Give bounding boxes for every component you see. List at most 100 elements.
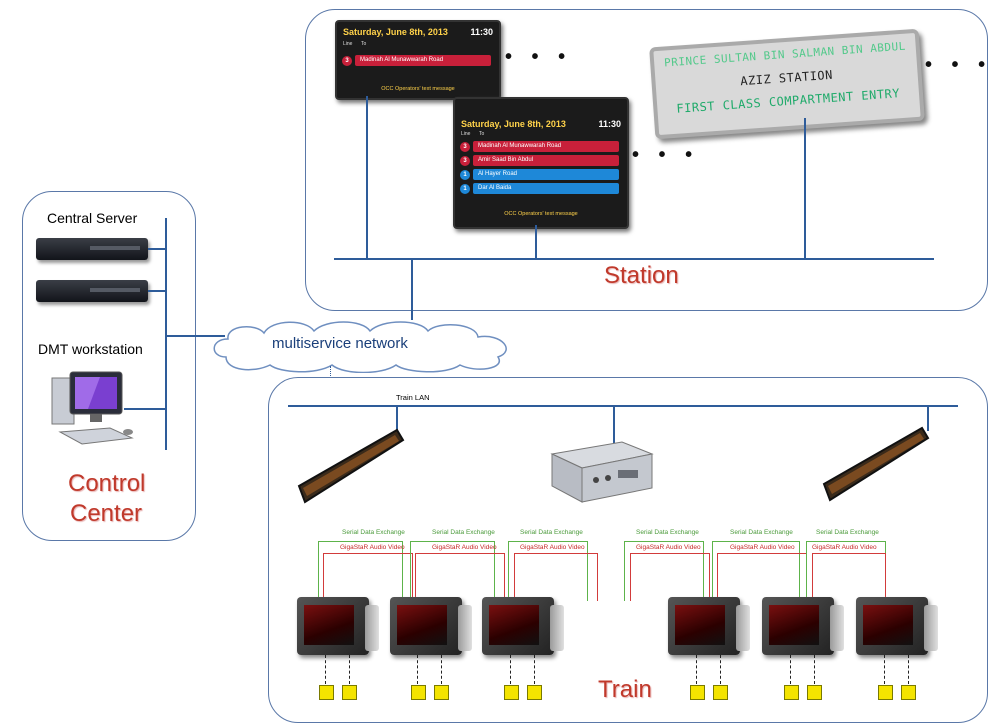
control-center-title-line1: Control — [68, 470, 146, 497]
serial-cable-3 — [508, 541, 588, 601]
workstation-connection — [124, 408, 165, 410]
train-display-4 — [668, 597, 750, 655]
serial-label-1: Serial Data Exchange — [342, 529, 405, 536]
left-led-drop — [396, 405, 398, 433]
speaker-icon — [342, 685, 357, 700]
audio-label-3: GigaStaR Audio Video — [520, 544, 585, 551]
serial-cable-2 — [410, 541, 495, 601]
pid-large-row3-line: 1 — [460, 170, 470, 180]
speaker-wire — [696, 655, 697, 684]
speaker-wire — [908, 655, 909, 684]
speaker-icon — [411, 685, 426, 700]
speaker-wire — [814, 655, 815, 684]
serial-label-6: Serial Data Exchange — [816, 529, 879, 536]
serial-label-3: Serial Data Exchange — [520, 529, 583, 536]
pid-large-message: OCC Operators' text message — [504, 211, 578, 217]
audio-label-1: GigaStaR Audio Video — [340, 544, 405, 551]
ellipsis-3: • • • — [925, 54, 993, 76]
train-display-6 — [856, 597, 938, 655]
serial-cable-1 — [318, 541, 403, 601]
server-unit-1 — [36, 238, 148, 260]
speaker-icon — [878, 685, 893, 700]
speaker-icon — [504, 685, 519, 700]
pid-small-col-to: To — [361, 41, 367, 47]
audio-label-6: GigaStaR Audio Video — [812, 544, 877, 551]
speaker-icon — [901, 685, 916, 700]
audio-cable-1 — [323, 553, 413, 601]
pid-small-col-line: Line — [343, 41, 353, 47]
audio-label-4: GigaStaR Audio Video — [636, 544, 701, 551]
speaker-wire — [534, 655, 535, 684]
audio-cable-6 — [812, 553, 886, 601]
workstation-icon — [51, 371, 134, 445]
speaker-wire — [441, 655, 442, 684]
station-led-sign: PRINCE SULTAN BIN SALMAN BIN ABDUL AZIZ … — [649, 28, 925, 140]
pid-large-row2-line: 3 — [460, 156, 470, 166]
serial-label-5: Serial Data Exchange — [730, 529, 793, 536]
server-connection-1 — [148, 248, 165, 250]
speaker-icon — [807, 685, 822, 700]
server-drop — [613, 405, 615, 445]
speaker-icon — [784, 685, 799, 700]
server-connection-2 — [148, 290, 165, 292]
pid-small-date: Saturday, June 8th, 2013 — [343, 27, 448, 37]
speaker-icon — [434, 685, 449, 700]
control-to-cloud-link — [165, 335, 225, 337]
pid-small-row-dest: Madinah Al Munawwarah Road — [355, 55, 491, 66]
serial-cable-5 — [712, 541, 800, 601]
ellipsis-1: • • • — [505, 46, 573, 68]
workstation-label: DMT workstation — [38, 341, 143, 357]
control-center-bus — [165, 218, 167, 450]
pid-large-col-line: Line — [461, 131, 471, 137]
speaker-wire — [884, 655, 885, 684]
audio-label-5: GigaStaR Audio Video — [730, 544, 795, 551]
pid-large-col-to: To — [479, 131, 485, 137]
speaker-wire — [720, 655, 721, 684]
speaker-wire — [417, 655, 418, 684]
station-pid-large: Saturday, June 8th, 2013 11:30 Line To 3… — [453, 97, 629, 229]
server-unit-2 — [36, 280, 148, 302]
pid-large-date: Saturday, June 8th, 2013 — [461, 119, 566, 129]
station-to-cloud-link — [411, 258, 413, 320]
speaker-icon — [319, 685, 334, 700]
pid-small-time: 11:30 — [470, 27, 493, 37]
speaker-wire — [510, 655, 511, 684]
pid-large-drop — [535, 225, 537, 258]
control-center-title-line2: Center — [70, 500, 143, 527]
train-display-2 — [390, 597, 472, 655]
pid-large-row1-line: 3 — [460, 142, 470, 152]
right-led-drop — [927, 405, 929, 431]
train-server-icon — [550, 441, 654, 503]
audio-cable-3 — [514, 553, 598, 601]
train-display-3 — [482, 597, 564, 655]
station-title: Station — [604, 262, 679, 289]
network-cloud-label: multiservice network — [272, 335, 408, 352]
pid-large-row3-dest: Al Hayer Road — [473, 169, 619, 180]
speaker-wire — [325, 655, 326, 684]
pid-large-row2-dest: Amir Saad Bin Abdul — [473, 155, 619, 166]
train-display-1 — [297, 597, 379, 655]
pid-large-row1-dest: Madinah Al Munawwarah Road — [473, 141, 619, 152]
network-cloud-icon — [213, 321, 507, 373]
led-sign-drop — [804, 118, 806, 260]
serial-label-2: Serial Data Exchange — [432, 529, 495, 536]
speaker-icon — [690, 685, 705, 700]
train-title: Train — [598, 676, 652, 703]
pid-small-message: OCC Operators' text message — [381, 86, 455, 92]
pid-small-row-line: 3 — [342, 56, 352, 66]
pid-large-row4-dest: Dar Al Baida — [473, 183, 619, 194]
station-pid-small: Saturday, June 8th, 2013 11:30 Line To 3… — [335, 20, 501, 100]
pid-large-time: 11:30 — [598, 119, 621, 129]
speaker-wire — [790, 655, 791, 684]
ellipsis-2: • • • — [632, 144, 700, 166]
central-server-label: Central Server — [47, 210, 138, 226]
pid-small-drop — [366, 96, 368, 258]
speaker-icon — [713, 685, 728, 700]
train-display-5 — [762, 597, 844, 655]
train-lan-bus — [288, 405, 958, 407]
train-led-bar-left — [297, 428, 405, 504]
train-led-bar-right — [822, 426, 930, 502]
serial-cable-4 — [624, 541, 704, 601]
audio-cable-2 — [415, 553, 505, 601]
audio-cable-5 — [717, 553, 807, 601]
